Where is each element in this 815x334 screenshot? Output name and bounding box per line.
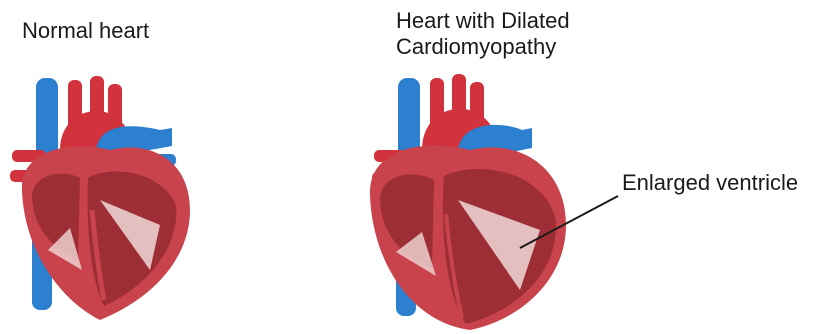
normal-heart (10, 76, 190, 320)
dilated-heart (370, 74, 566, 330)
